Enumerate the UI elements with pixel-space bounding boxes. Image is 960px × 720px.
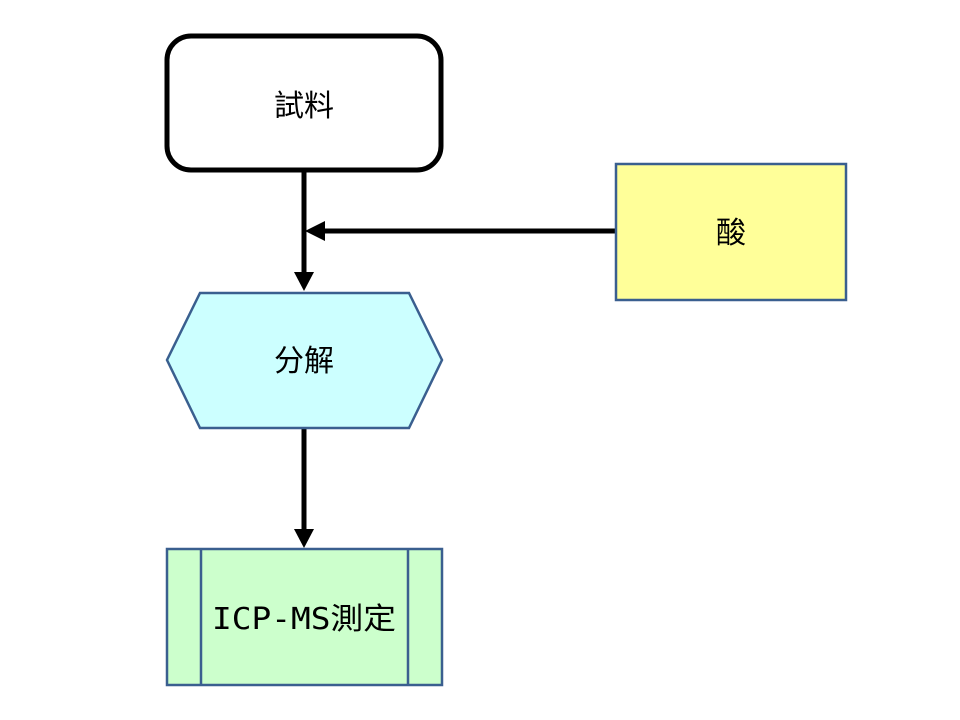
connector-digestion-to-measurement — [294, 428, 314, 548]
node-digestion[interactable]: 分解 — [165, 291, 444, 430]
connector-sample-to-digestion — [294, 171, 314, 291]
arrowhead-icon — [294, 529, 314, 548]
node-measurement-shape — [165, 547, 444, 687]
node-measurement[interactable]: ICP-MS測定 — [165, 547, 444, 687]
node-acid-label: 酸 — [716, 216, 746, 251]
node-acid[interactable]: 酸 — [614, 162, 848, 302]
node-measurement-label: ICP-MS測定 — [212, 602, 396, 637]
arrowhead-icon — [294, 272, 314, 291]
node-digestion-shape — [165, 291, 444, 430]
arrowhead-icon — [305, 221, 325, 241]
node-sample[interactable]: 試料 — [164, 33, 444, 173]
node-acid-shape — [614, 162, 848, 302]
node-digestion-label: 分解 — [274, 344, 334, 379]
node-sample-shape — [164, 33, 444, 173]
connector-acid-to-line — [305, 221, 616, 241]
node-sample-label: 試料 — [274, 89, 334, 124]
